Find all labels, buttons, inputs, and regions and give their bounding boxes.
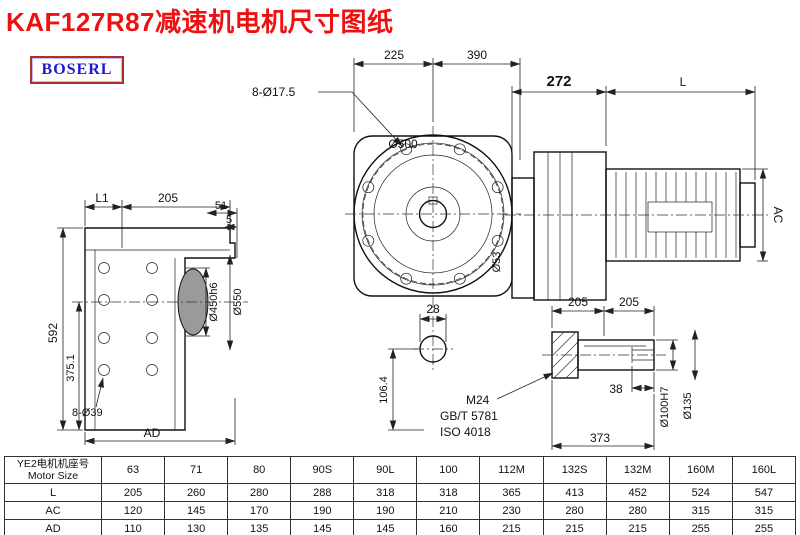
dim-373: 373 <box>590 431 610 445</box>
dim-390: 390 <box>467 48 487 62</box>
label-m24: M24 <box>466 393 490 407</box>
table-header-cell: 90S <box>290 456 355 484</box>
dim-28: 28 <box>426 302 440 316</box>
table-cell: 230 <box>479 501 544 520</box>
table-cell: 280 <box>227 483 292 502</box>
dim-205-shaft-b: 205 <box>619 295 639 309</box>
table-row-label: AC <box>4 501 102 520</box>
boserl-logo: BOSERL <box>30 56 124 84</box>
table-cell: 547 <box>731 483 797 502</box>
dim-8-d17-5: 8-Ø17.5 <box>252 85 296 99</box>
table-cell: 160 <box>416 519 481 535</box>
table-header-cell: 160M <box>668 456 733 484</box>
table-cell: 190 <box>353 501 418 520</box>
table-row-label: AD <box>4 519 102 535</box>
dim-272: 272 <box>546 73 571 90</box>
table-cell: 120 <box>100 501 166 520</box>
table-cell: 280 <box>542 501 607 520</box>
dim-106-4: 106.4 <box>378 376 390 404</box>
table-cell: 145 <box>164 501 229 520</box>
table-header-cell: 132S <box>542 456 607 484</box>
dim-51: 51 <box>215 200 227 212</box>
dim-ac: AC <box>771 207 785 224</box>
dim-d100h7: Ø100H7 <box>659 387 671 428</box>
table-cell: 215 <box>542 519 607 535</box>
table-cell: 524 <box>668 483 733 502</box>
dim-8-d39: 8-Ø39 <box>72 407 103 419</box>
dim-l1: L1 <box>95 191 109 205</box>
table-cell: 288 <box>290 483 355 502</box>
table-cell: 110 <box>100 519 166 535</box>
dim-225: 225 <box>384 48 404 62</box>
dim-ad: AD <box>144 426 161 440</box>
label-iso-4018: ISO 4018 <box>440 425 491 439</box>
table-cell: 452 <box>605 483 670 502</box>
table-cell: 255 <box>668 519 733 535</box>
dim-5: 5 <box>226 214 232 226</box>
table-cell: 190 <box>290 501 355 520</box>
dim-205-shaft-a: 205 <box>568 295 588 309</box>
table-cell: 315 <box>731 501 797 520</box>
table-header-cell: 80 <box>227 456 292 484</box>
table-header-cell: 63 <box>100 456 166 484</box>
table-cell: 130 <box>164 519 229 535</box>
table-cell: 280 <box>605 501 670 520</box>
table-cell: 145 <box>353 519 418 535</box>
table-cell: 260 <box>164 483 229 502</box>
table-cell: 255 <box>731 519 797 535</box>
table-header-cell: 100 <box>416 456 481 484</box>
table-row-label: L <box>4 483 102 502</box>
table-cell: 210 <box>416 501 481 520</box>
table-cell: 318 <box>353 483 418 502</box>
dim-d550: Ø550 <box>232 289 244 316</box>
table-cell: 215 <box>605 519 670 535</box>
label-gbt-5781: GB/T 5781 <box>440 409 498 423</box>
front-view-drawing: 225 390 8-Ø17.5 Ø500 Ø53 28 106.4 <box>252 48 521 431</box>
table-header-cell: 132M <box>605 456 670 484</box>
table-header-cell: 90L <box>353 456 418 484</box>
table-cell: 205 <box>100 483 166 502</box>
table-header-cell: 71 <box>164 456 229 484</box>
dim-d135: Ø135 <box>682 393 694 420</box>
table-cell: 315 <box>668 501 733 520</box>
shaft-detail-drawing: 205 205 38 373 M24 GB/T 5781 ISO 4018 Ø1… <box>440 295 699 450</box>
table-header-cell: 160L <box>731 456 797 484</box>
dim-205-left: 205 <box>158 191 178 205</box>
table-cell: 413 <box>542 483 607 502</box>
page-title: KAF127R87减速机电机尺寸图纸 <box>6 7 394 37</box>
dim-d500: Ø500 <box>388 137 418 151</box>
technical-drawing: L1 205 51 5 592 375.1 8-Ø39 AD <box>46 48 785 450</box>
left-view-drawing: L1 205 51 5 592 375.1 8-Ø39 AD <box>46 191 248 445</box>
dim-d450h6: Ø450h6 <box>208 282 220 321</box>
table-cell: 135 <box>227 519 292 535</box>
table-cell: 145 <box>290 519 355 535</box>
table-cell: 215 <box>479 519 544 535</box>
motor-view-drawing: 272 L AC <box>505 73 785 301</box>
dim-38: 38 <box>609 382 623 396</box>
dim-375: 375.1 <box>65 354 77 382</box>
table-header-cell: 112M <box>479 456 544 484</box>
dim-l-motor: L <box>680 75 687 89</box>
table-cell: 170 <box>227 501 292 520</box>
dim-592: 592 <box>46 323 60 343</box>
dim-d53: Ø53 <box>491 252 503 273</box>
table-cell: 318 <box>416 483 481 502</box>
table-cell: 365 <box>479 483 544 502</box>
